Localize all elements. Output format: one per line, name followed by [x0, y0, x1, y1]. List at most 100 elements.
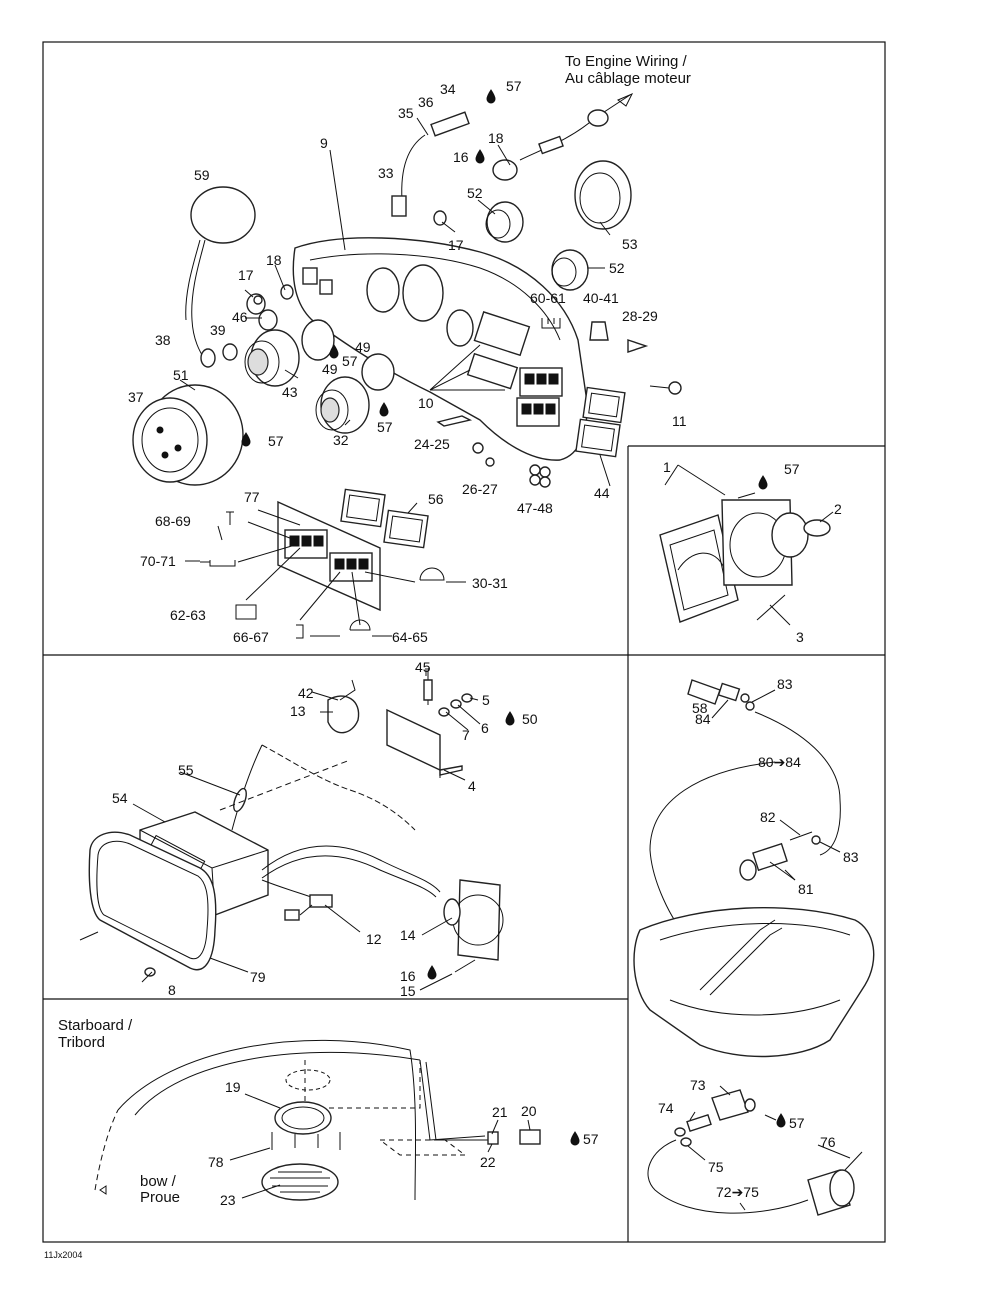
callout-label: 42	[298, 685, 314, 701]
callout-label: 59	[194, 167, 210, 183]
callout-label: 39	[210, 322, 226, 338]
callout-label: 75	[708, 1159, 724, 1175]
callout-label: 49	[322, 361, 338, 377]
callout-label: 84	[695, 711, 711, 727]
callout-label: 24-25	[414, 436, 450, 452]
callout-label: 37	[128, 389, 144, 405]
switch-plate	[185, 488, 466, 639]
callout-label: 15	[400, 983, 416, 999]
callout-label: 21	[492, 1104, 508, 1120]
callout-label: 83	[777, 676, 793, 692]
callout-label: 38	[155, 332, 171, 348]
callout-label: 14	[400, 927, 416, 943]
engine-wiring-note-line1: To Engine Wiring /	[565, 53, 688, 70]
diagram-frames	[42, 41, 886, 1243]
callout-label: 76	[820, 1134, 836, 1150]
callout-label: 40-41	[583, 290, 619, 306]
callout-label: 83	[843, 849, 859, 865]
callout-label: 57	[789, 1115, 805, 1131]
callout-label: 20	[521, 1103, 537, 1119]
callout-label: 66-67	[233, 629, 269, 645]
callout-label: 47-48	[517, 500, 553, 516]
callout-label: 72➔75	[716, 1184, 759, 1200]
callout-label: 16	[453, 149, 469, 165]
callout-label: 51	[173, 367, 189, 383]
callout-label: 2	[834, 501, 842, 517]
callout-label: 19	[225, 1079, 241, 1095]
bezel-assembly	[659, 492, 834, 626]
callout-label: 1	[663, 459, 671, 475]
callout-label: 74	[658, 1100, 674, 1116]
callout-label: 70-71	[140, 553, 176, 569]
callout-label: 57	[784, 461, 800, 477]
section-notes: To Engine Wiring / Au câblage moteur Sta…	[44, 53, 691, 1260]
callout-label: 57	[583, 1131, 599, 1147]
callout-label: 7	[462, 727, 470, 743]
callout-label: 5	[482, 692, 490, 708]
callout-label: 9	[320, 135, 328, 151]
callout-label: 17	[448, 237, 464, 253]
callout-label: 18	[266, 252, 282, 268]
callout-label: 18	[488, 130, 504, 146]
callout-label: 32	[333, 432, 349, 448]
callout-label: 81	[798, 881, 814, 897]
callout-label: 57	[506, 78, 522, 94]
callout-label: 50	[522, 711, 538, 727]
callout-label: 17	[238, 267, 254, 283]
callout-label: 53	[622, 236, 638, 252]
callout-label: 60-61	[530, 290, 566, 306]
callout-label: 3	[796, 629, 804, 645]
callout-label: 58	[692, 700, 708, 716]
radio-assembly	[79, 668, 515, 991]
callout-label: 26-27	[462, 481, 498, 497]
callout-label: 49	[355, 339, 371, 355]
callout-label: 64-65	[392, 629, 428, 645]
callout-label: 8	[168, 982, 176, 998]
callout-label: 43	[282, 384, 298, 400]
callout-label: 30-31	[472, 575, 508, 591]
callout-label: 77	[244, 489, 260, 505]
dashboard-panel	[292, 237, 588, 461]
bow-note-line2: Proue	[140, 1189, 180, 1206]
callout-label: 80➔84	[758, 754, 801, 770]
bow-note-line1: bow /	[140, 1173, 177, 1190]
callout-label: 11	[672, 413, 687, 429]
callout-label: 22	[480, 1154, 496, 1170]
callout-label: 79	[250, 969, 266, 985]
callout-label: 33	[378, 165, 394, 181]
engine-wiring-note-line2: Au câblage moteur	[565, 70, 691, 87]
callout-label: 78	[208, 1154, 224, 1170]
callout-label: 23	[220, 1192, 236, 1208]
callout-label: 28-29	[622, 308, 658, 324]
callout-label: 45	[415, 659, 431, 675]
callout-labels: 34 36 57 35 18 9 16 33 52 59 17 53 18 17…	[112, 78, 859, 1208]
callout-label: 57	[268, 433, 284, 449]
callout-label: 16	[400, 968, 416, 984]
starboard-note-line1: Starboard /	[58, 1017, 133, 1034]
figure-code: 11Jx2004	[44, 1250, 82, 1260]
callout-label: 56	[428, 491, 444, 507]
callout-label: 13	[290, 703, 306, 719]
navigation-light-assembly	[94, 1039, 580, 1201]
callout-label: 36	[418, 94, 434, 110]
cable-assembly-72-75	[647, 1085, 863, 1216]
callout-label: 82	[760, 809, 776, 825]
callout-label: 6	[481, 720, 489, 736]
callout-label: 44	[594, 485, 610, 501]
starboard-note-line2: Tribord	[58, 1034, 105, 1051]
callout-label: 73	[690, 1077, 706, 1093]
callout-label: 46	[232, 309, 248, 325]
hull-wiring	[633, 679, 875, 1058]
callout-label: 35	[398, 105, 414, 121]
callout-label: 57	[342, 353, 358, 369]
leader-lines-top	[179, 117, 726, 541]
callout-label: 52	[609, 260, 625, 276]
callout-label: 52	[467, 185, 483, 201]
callout-label: 55	[178, 762, 194, 778]
callout-label: 12	[366, 931, 382, 947]
callout-label: 54	[112, 790, 128, 806]
callout-label: 10	[418, 395, 434, 411]
callout-label: 34	[440, 81, 456, 97]
gauges-and-rings	[132, 89, 768, 490]
